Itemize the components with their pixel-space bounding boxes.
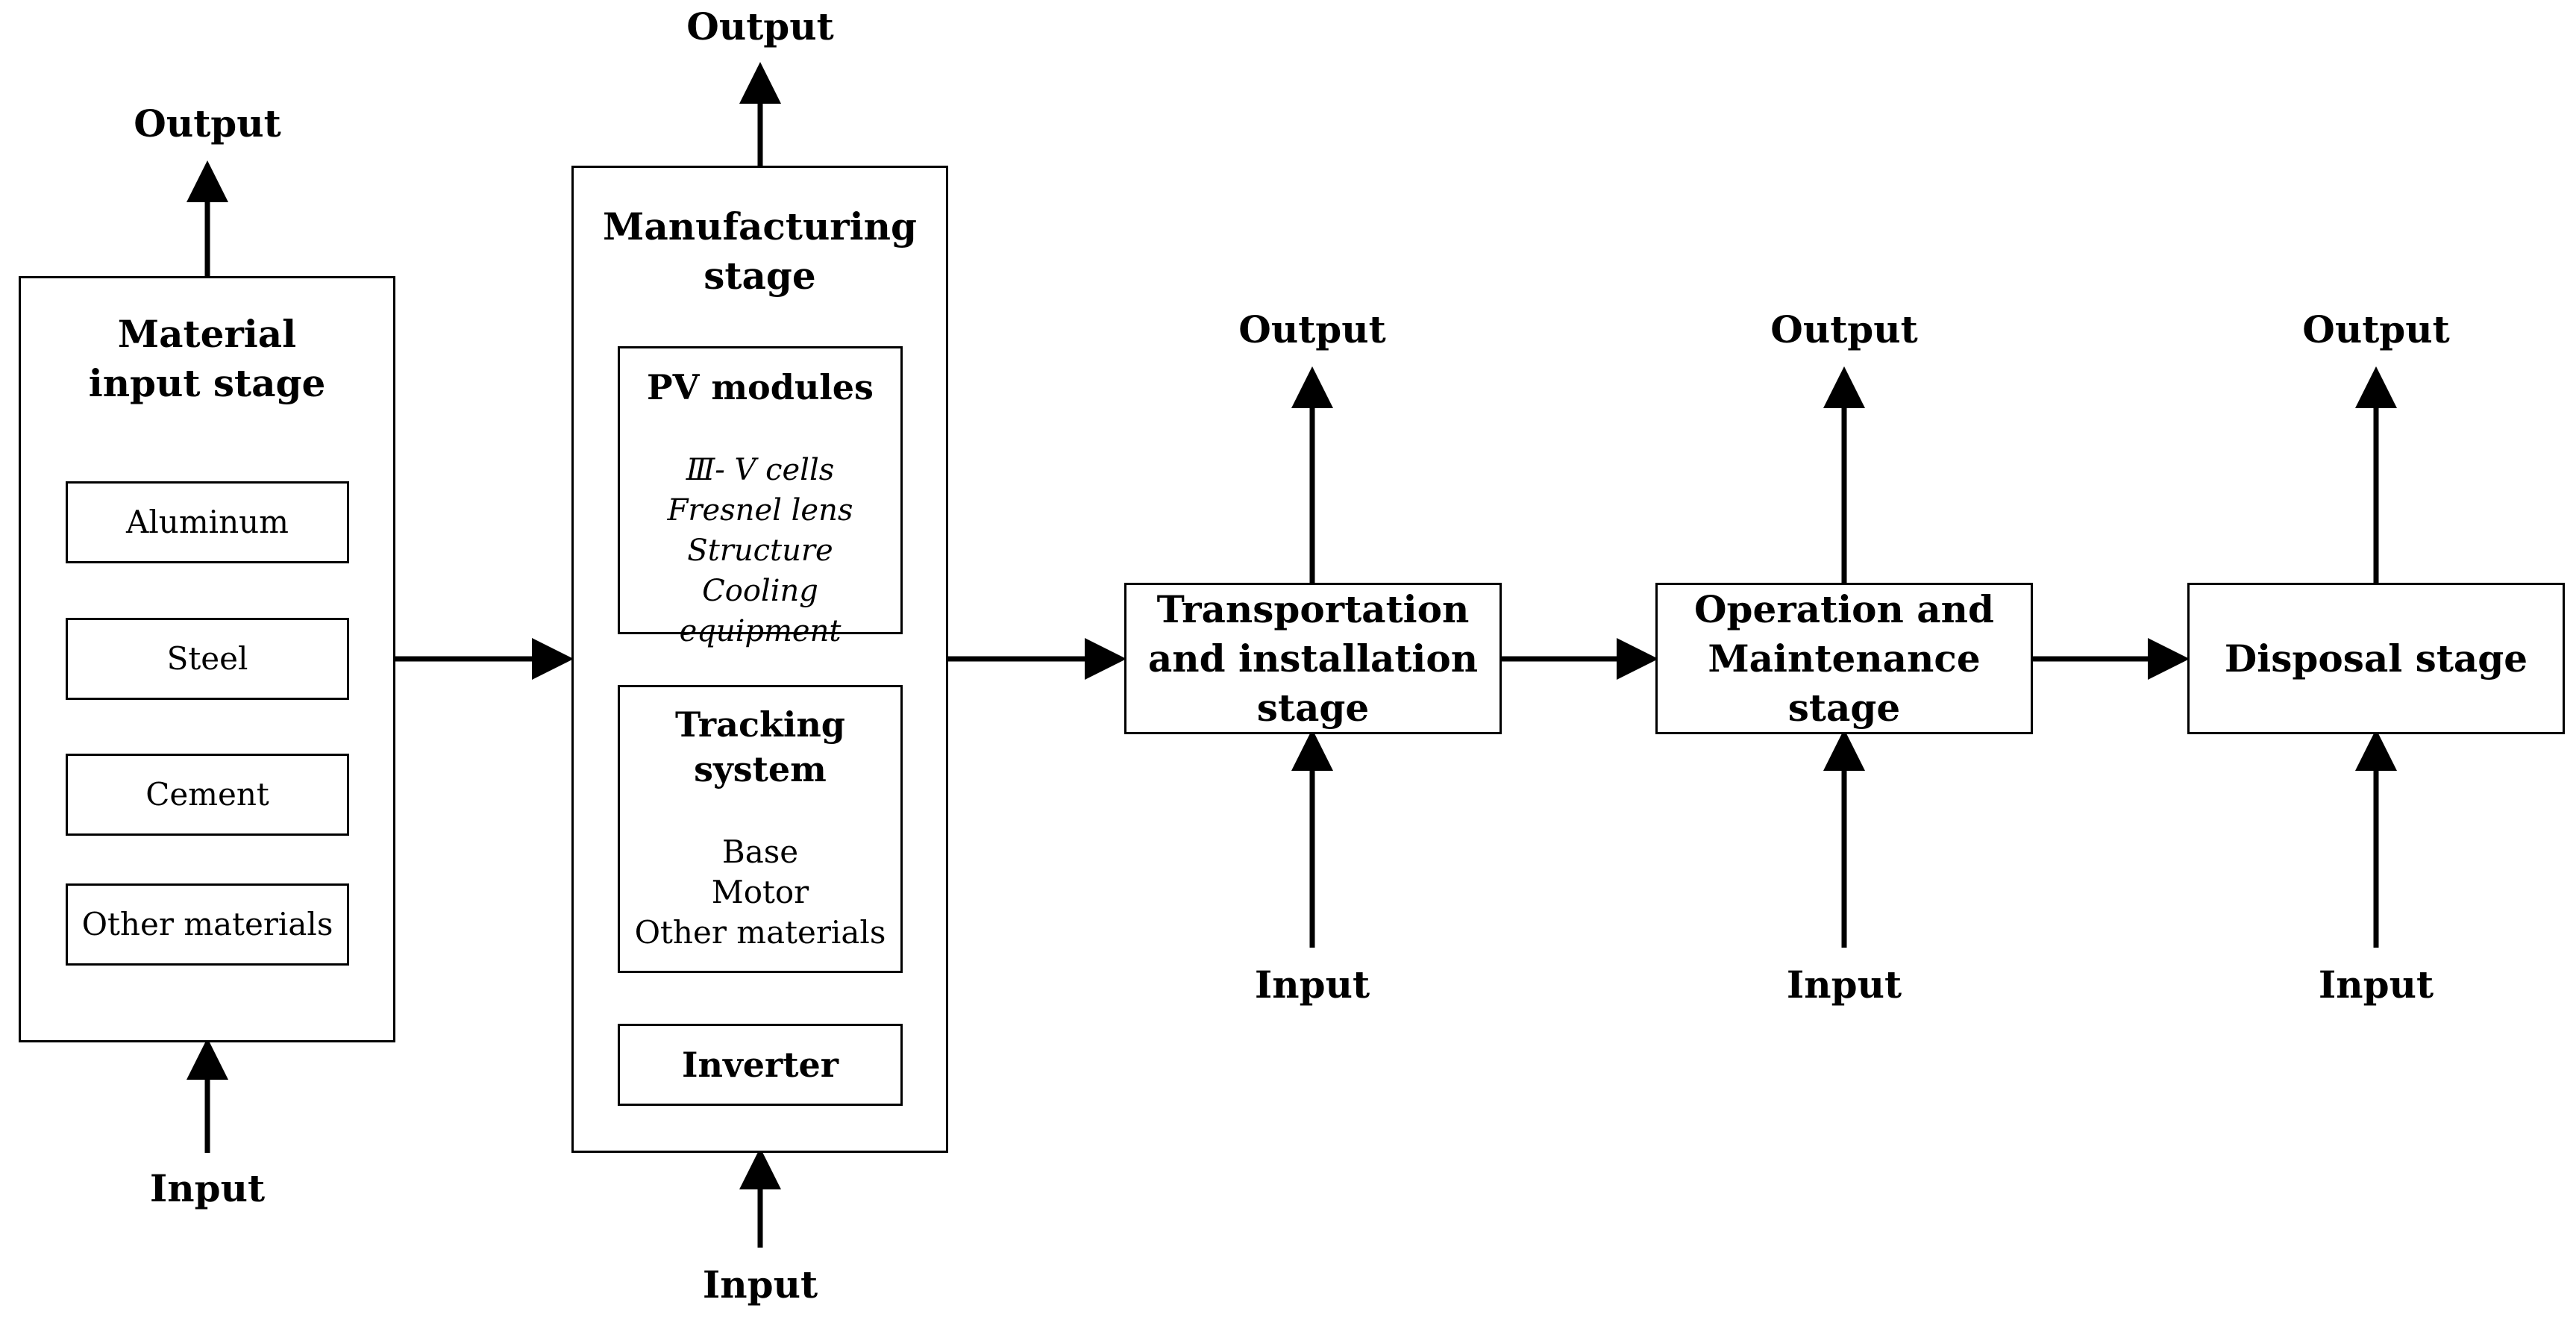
pv-modules-item-iii-v-cells: Ⅲ- V cells <box>686 453 835 487</box>
transportation-installation-stage-box: Transportation and installation stage <box>1124 583 1502 734</box>
material-output-label: Output <box>134 101 281 146</box>
tracking-system-title: Tracking system <box>675 704 845 789</box>
pv-modules-item-structure: Structure <box>687 534 833 568</box>
manufacturing-input-label: Input <box>702 1263 818 1307</box>
tracking-system-item-motor: Motor <box>711 874 809 910</box>
manufacturing-stage-box: Manufacturing stage <box>571 166 948 1153</box>
material-item-other-materials: Other materials <box>66 883 349 966</box>
pv-modules-title: PV modules <box>647 367 874 407</box>
transportation-output-label: Output <box>1238 307 1386 351</box>
disposal-stage-box: Disposal stage <box>2187 583 2565 734</box>
material-stage-title: Material input stage <box>88 312 326 405</box>
manufacturing-output-label: Output <box>686 4 834 49</box>
operation-output-label: Output <box>1770 307 1918 351</box>
material-item-steel: Steel <box>66 618 349 700</box>
operation-maintenance-stage-box: Operation and Maintenance stage <box>1655 583 2033 734</box>
transportation-input-label: Input <box>1254 963 1370 1007</box>
material-item-aluminum: Aluminum <box>66 481 349 563</box>
pv-modules-item-cooling-equipment: Cooling equipment <box>679 574 842 648</box>
disposal-input-label: Input <box>2318 963 2434 1007</box>
inverter-box: Inverter <box>618 1024 903 1106</box>
material-item-cement: Cement <box>66 754 349 836</box>
operation-input-label: Input <box>1786 963 1902 1007</box>
tracking-system-item-base: Base <box>721 833 799 870</box>
pv-modules-box: PV modules Ⅲ- V cells Fresnel lens Struc… <box>618 346 903 648</box>
tracking-system-box: Tracking system Base Motor Other materia… <box>618 685 903 973</box>
material-input-label: Input <box>149 1166 266 1210</box>
manufacturing-stage-title: Manufacturing stage <box>603 204 917 298</box>
pv-modules-item-fresnel-lens: Fresnel lens <box>667 493 853 528</box>
disposal-output-label: Output <box>2302 307 2450 351</box>
tracking-system-item-other-materials: Other materials <box>634 914 886 951</box>
